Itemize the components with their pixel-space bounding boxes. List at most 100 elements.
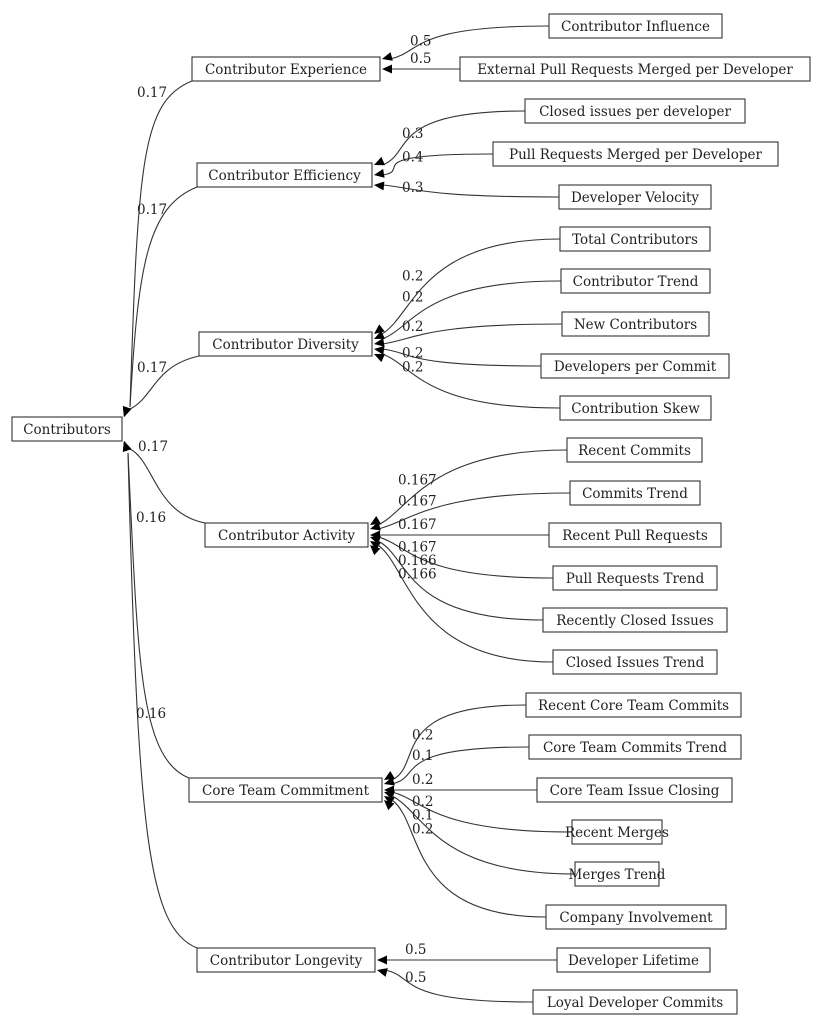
node-external-pull-requests-merged-per-developer-box bbox=[459, 56, 811, 82]
edge-weight-diversity: 0.17 bbox=[137, 360, 167, 376]
edge-weight-activity: 0.17 bbox=[138, 439, 168, 455]
edge-activity-to-root bbox=[129, 448, 206, 524]
edge-weight-core-team-commits-trend: 0.1 bbox=[412, 748, 433, 764]
node-pull-requests-trend-box bbox=[552, 565, 718, 591]
node-commits-trend-label: Commits Trend bbox=[582, 486, 688, 502]
edge-weight-developer-lifetime: 0.5 bbox=[405, 942, 426, 958]
node-recent-core-team-commits: Recent Core Team Commits bbox=[525, 692, 742, 718]
edge-weight-longevity: 0.16 bbox=[136, 706, 166, 722]
edge-longevity-to-root bbox=[127, 452, 198, 949]
node-activity-box bbox=[204, 522, 369, 548]
edge-weight-core-team-issue-closing: 0.2 bbox=[412, 772, 433, 788]
arrowhead-core-team-commits-trend-to-core-team bbox=[384, 776, 395, 786]
node-contributors-label: Contributors bbox=[23, 422, 111, 438]
arrowhead-developer-lifetime-to-longevity bbox=[377, 955, 387, 965]
edge-recent-core-team-commits-to-core-team bbox=[391, 704, 527, 781]
node-total-contributors-box bbox=[559, 226, 711, 252]
edge-weight-total-contributors: 0.2 bbox=[402, 268, 423, 284]
edge-weight-commits-trend: 0.167 bbox=[398, 494, 437, 510]
node-developer-velocity-label: Developer Velocity bbox=[571, 190, 699, 206]
node-external-pull-requests-merged-per-developer-label: External Pull Requests Merged per Develo… bbox=[477, 62, 793, 78]
node-core-team-commits-trend-label: Core Team Commits Trend bbox=[543, 740, 727, 756]
arrowhead-closed-issues-per-developer-to-efficiency bbox=[374, 156, 385, 166]
node-longevity: Contributor Longevity bbox=[196, 947, 376, 973]
node-contributor-trend: Contributor Trend bbox=[560, 268, 711, 294]
edge-loyal-developer-commits-to-longevity bbox=[384, 969, 534, 1003]
node-experience-label: Contributor Experience bbox=[205, 62, 367, 78]
node-pull-requests-trend: Pull Requests Trend bbox=[552, 565, 718, 591]
node-contributors-box bbox=[11, 416, 123, 442]
edge-weight-loyal-developer-commits: 0.5 bbox=[405, 970, 426, 986]
edge-developers-per-commit-to-diversity bbox=[381, 348, 542, 367]
edge-weight-recent-pull-requests: 0.167 bbox=[398, 517, 437, 533]
node-recent-merges-box bbox=[571, 819, 663, 845]
node-loyal-developer-commits: Loyal Developer Commits bbox=[532, 989, 738, 1015]
node-efficiency-label: Contributor Efficiency bbox=[208, 168, 361, 184]
arrowhead-total-contributors-to-diversity bbox=[374, 324, 385, 334]
node-new-contributors: New Contributors bbox=[561, 311, 710, 337]
node-merges-trend-label: Merges Trend bbox=[569, 867, 666, 883]
node-longevity-label: Contributor Longevity bbox=[210, 953, 363, 969]
arrowhead-external-pull-requests-merged-per-developer-to-experience bbox=[382, 64, 392, 74]
node-pull-requests-trend-label: Pull Requests Trend bbox=[566, 571, 705, 587]
edge-company-involvement-to-core-team bbox=[391, 799, 547, 918]
arrowhead-pull-requests-merged-per-developer-to-efficiency bbox=[374, 168, 385, 178]
node-contributors: Contributors bbox=[11, 416, 123, 442]
edge-commits-trend-to-activity bbox=[377, 492, 571, 530]
arrowhead-company-involvement-to-core-team bbox=[384, 800, 395, 811]
node-closed-issues-trend-label: Closed Issues Trend bbox=[566, 655, 705, 671]
node-recent-core-team-commits-box bbox=[525, 692, 742, 718]
node-recent-pull-requests-label: Recent Pull Requests bbox=[562, 528, 708, 544]
node-company-involvement-box bbox=[545, 904, 727, 930]
edge-closed-issues-trend-to-activity bbox=[377, 544, 554, 663]
node-recent-commits: Recent Commits bbox=[566, 437, 703, 463]
nodes-layer: Contributors Contributor ExperienceContri… bbox=[11, 13, 811, 1015]
node-activity-label: Contributor Activity bbox=[218, 528, 355, 544]
node-contributor-trend-box bbox=[560, 268, 711, 294]
node-recent-commits-box bbox=[566, 437, 703, 463]
node-loyal-developer-commits-label: Loyal Developer Commits bbox=[547, 995, 723, 1011]
node-core-team-label: Core Team Commitment bbox=[202, 783, 370, 799]
edge-weight-closed-issues-per-developer: 0.3 bbox=[402, 126, 423, 142]
edge-recently-closed-issues-to-activity bbox=[377, 540, 544, 621]
node-company-involvement-label: Company Involvement bbox=[559, 910, 713, 926]
node-experience: Contributor Experience bbox=[191, 56, 381, 82]
edge-merges-trend-to-core-team bbox=[391, 795, 576, 875]
edge-weight-pull-requests-merged-per-developer: 0.4 bbox=[402, 149, 423, 165]
node-closed-issues-per-developer-box bbox=[524, 98, 746, 124]
node-recent-core-team-commits-label: Recent Core Team Commits bbox=[538, 698, 729, 714]
node-new-contributors-box bbox=[561, 311, 710, 337]
node-core-team-commits-trend-box bbox=[528, 734, 742, 760]
node-developer-lifetime: Developer Lifetime bbox=[556, 947, 711, 973]
node-company-involvement: Company Involvement bbox=[545, 904, 727, 930]
edge-efficiency-to-root bbox=[129, 186, 198, 408]
edge-weight-efficiency: 0.17 bbox=[137, 202, 167, 218]
edge-weight-recent-commits: 0.167 bbox=[398, 472, 437, 488]
node-recent-commits-label: Recent Commits bbox=[578, 443, 691, 459]
node-pull-requests-merged-per-developer-label: Pull Requests Merged per Developer bbox=[509, 147, 762, 163]
arrowhead-recent-commits-to-activity bbox=[370, 515, 381, 525]
edge-weight-company-involvement: 0.2 bbox=[412, 821, 433, 837]
edge-weight-contributor-trend: 0.2 bbox=[402, 289, 423, 305]
edge-contribution-skew-to-diversity bbox=[381, 353, 561, 409]
node-contribution-skew-label: Contribution Skew bbox=[571, 401, 700, 417]
node-developer-velocity: Developer Velocity bbox=[558, 184, 712, 210]
node-new-contributors-label: New Contributors bbox=[574, 317, 697, 333]
node-developers-per-commit: Developers per Commit bbox=[540, 353, 730, 379]
arrowhead-developer-velocity-to-efficiency bbox=[374, 181, 385, 191]
node-closed-issues-trend-box bbox=[552, 649, 718, 675]
edge-weight-developer-velocity: 0.3 bbox=[402, 180, 423, 196]
edge-weight-contributor-influence: 0.5 bbox=[410, 34, 431, 50]
node-core-team-issue-closing: Core Team Issue Closing bbox=[536, 777, 733, 803]
edge-weight-external-pull-requests-merged-per-developer: 0.5 bbox=[410, 51, 431, 67]
edge-contributor-influence-to-experience bbox=[389, 25, 550, 60]
edge-weight-recent-merges: 0.2 bbox=[412, 794, 433, 810]
edge-weight-recently-closed-issues: 0.166 bbox=[398, 553, 437, 569]
edge-weight-recent-core-team-commits: 0.2 bbox=[412, 727, 433, 743]
arrowhead-recently-closed-issues-to-activity bbox=[370, 541, 381, 551]
edge-weight-new-contributors: 0.2 bbox=[402, 319, 423, 335]
node-diversity-box bbox=[198, 331, 373, 357]
edge-core-team-to-root bbox=[127, 452, 190, 779]
edge-recent-merges-to-core-team bbox=[391, 791, 573, 833]
